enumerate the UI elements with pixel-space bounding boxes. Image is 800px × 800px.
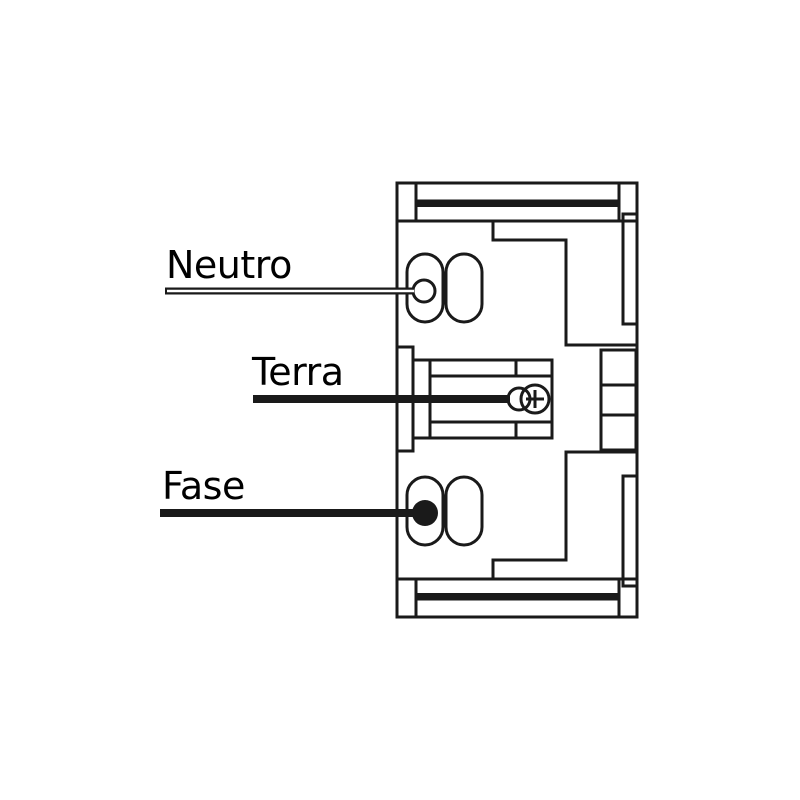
side-strip-lower <box>621 474 639 588</box>
phase-contact <box>412 500 438 526</box>
neutral-slot-right <box>444 252 484 324</box>
socket-top-band <box>397 183 637 223</box>
wires <box>160 287 510 517</box>
ground-screw <box>506 383 551 415</box>
phase-label: Fase <box>162 464 245 508</box>
neutral-terminal <box>405 252 484 324</box>
phase-terminal <box>405 475 484 547</box>
neutral-label: Neutro <box>166 243 292 287</box>
socket-bottom-band <box>397 577 637 617</box>
socket-body <box>395 181 639 619</box>
ground-label: Terra <box>252 350 344 394</box>
inner-upper-step <box>491 221 637 347</box>
neutral-contact <box>411 278 437 304</box>
phase-slot-right <box>444 475 484 547</box>
side-blocks <box>599 348 638 452</box>
side-strip-upper <box>621 212 639 326</box>
screw-head-icon <box>519 383 551 415</box>
inner-lower-step <box>491 450 637 579</box>
